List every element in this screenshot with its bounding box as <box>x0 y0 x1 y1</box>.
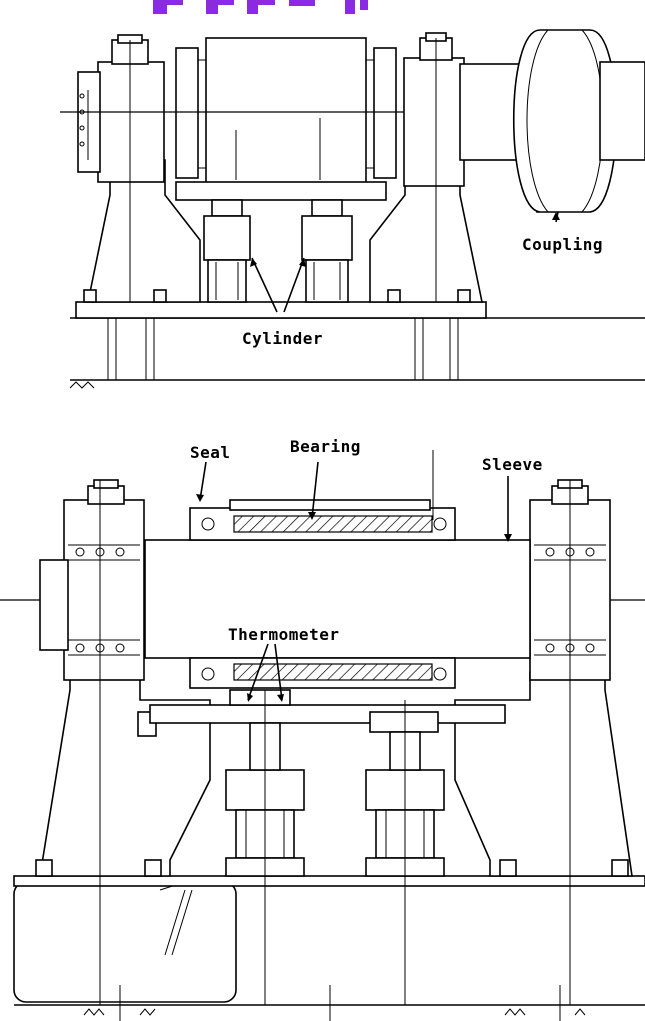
coupling-top <box>459 29 645 223</box>
bottom-view: Seal Bearing Sleeve Thermometer <box>0 437 645 1021</box>
bearing-label: Bearing <box>290 437 361 456</box>
thermometer-label: Thermometer <box>228 625 339 644</box>
top-view: Coupling Cylinder <box>60 29 645 389</box>
roll-drum-top <box>60 37 645 189</box>
foundation-bolts-top <box>107 317 459 381</box>
seal-label: Seal <box>190 443 231 462</box>
cylinder-label: Cylinder <box>242 329 323 348</box>
sleeve-label: Sleeve <box>482 455 543 474</box>
cylinders-bottom <box>149 689 506 1005</box>
left-housing-top <box>77 34 201 303</box>
cylinder-leader-arrows <box>250 257 306 313</box>
sleeve-body <box>144 450 531 689</box>
leader-lines-bottom <box>196 461 512 702</box>
right-housing-top <box>369 32 483 303</box>
cropped-header-fragment <box>153 0 368 14</box>
coupling-label: Coupling <box>522 235 603 254</box>
cylinders-top <box>175 181 387 303</box>
